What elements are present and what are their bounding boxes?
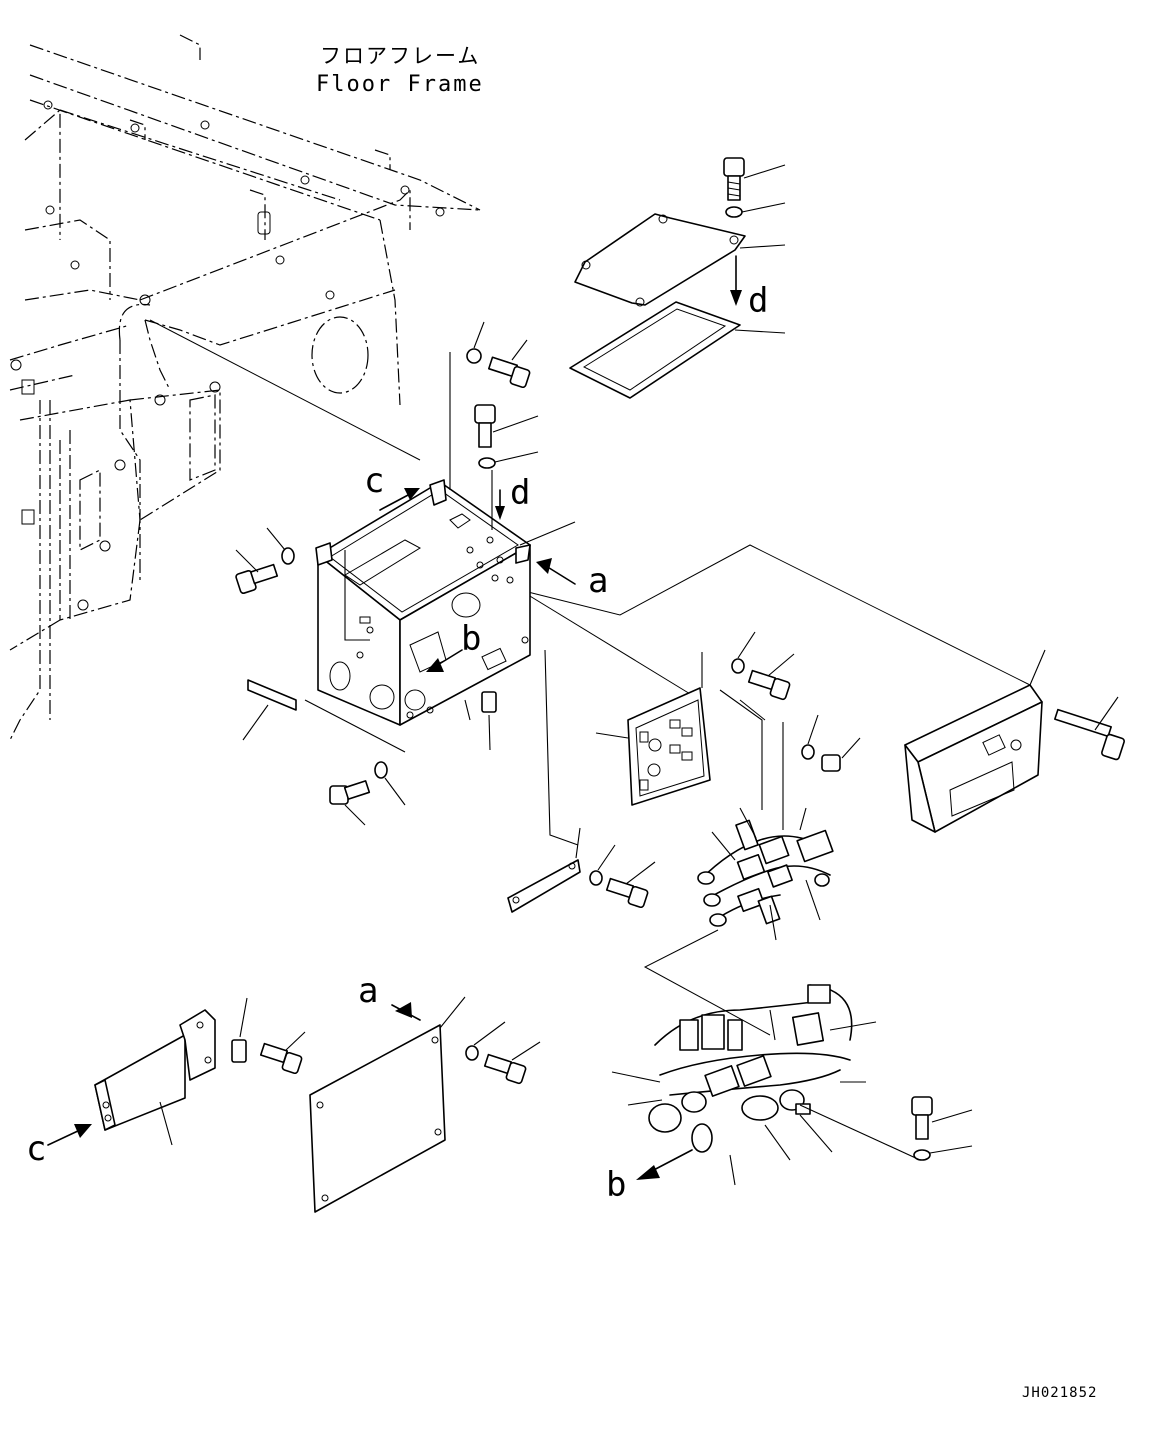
box-clip [481,691,497,751]
view-label-a-box: a [588,561,608,601]
cover-lid [574,213,746,306]
cover-gasket [569,301,741,399]
access-plate-small [507,827,656,913]
top-cover-assembly: d [569,157,786,399]
drawing-code: JH021852 [1022,1385,1097,1401]
view-label-d-lid: d [748,281,768,321]
circuit-board [595,652,711,806]
wiring-harness-lower: b [606,984,921,1205]
box-lower-bolt [329,761,406,826]
mounting-bracket: c [26,997,306,1169]
box-spacer-plate [242,679,297,741]
view-label-b-harness: b [606,1165,626,1205]
box-top-bolts [466,321,539,469]
cover-bolt [723,157,745,201]
wiring-harness-upper [697,807,834,941]
floor-frame-title-jp: フロアフレーム [320,44,480,68]
harness-bolt [911,1096,973,1161]
view-label-a-cover: a [358,971,378,1011]
view-label-d-box: d [510,473,530,513]
bracket-switch [231,1039,247,1063]
floor-frame [9,34,481,741]
cover-washer [725,206,743,218]
controller-unit [904,649,1125,833]
harness-phantom-line [643,929,771,1036]
view-label-c-box: c [364,461,384,501]
control-box: c d a b [304,352,608,846]
view-label-c-bracket: c [26,1129,46,1169]
floor-frame-title-en: Floor Frame [316,72,484,97]
view-label-b-box: b [461,619,481,659]
box-left-bolt [235,527,295,595]
cover-plate-large: a [309,971,541,1213]
board-bolts [719,631,861,830]
assembly-phantom-lines [149,319,1031,721]
